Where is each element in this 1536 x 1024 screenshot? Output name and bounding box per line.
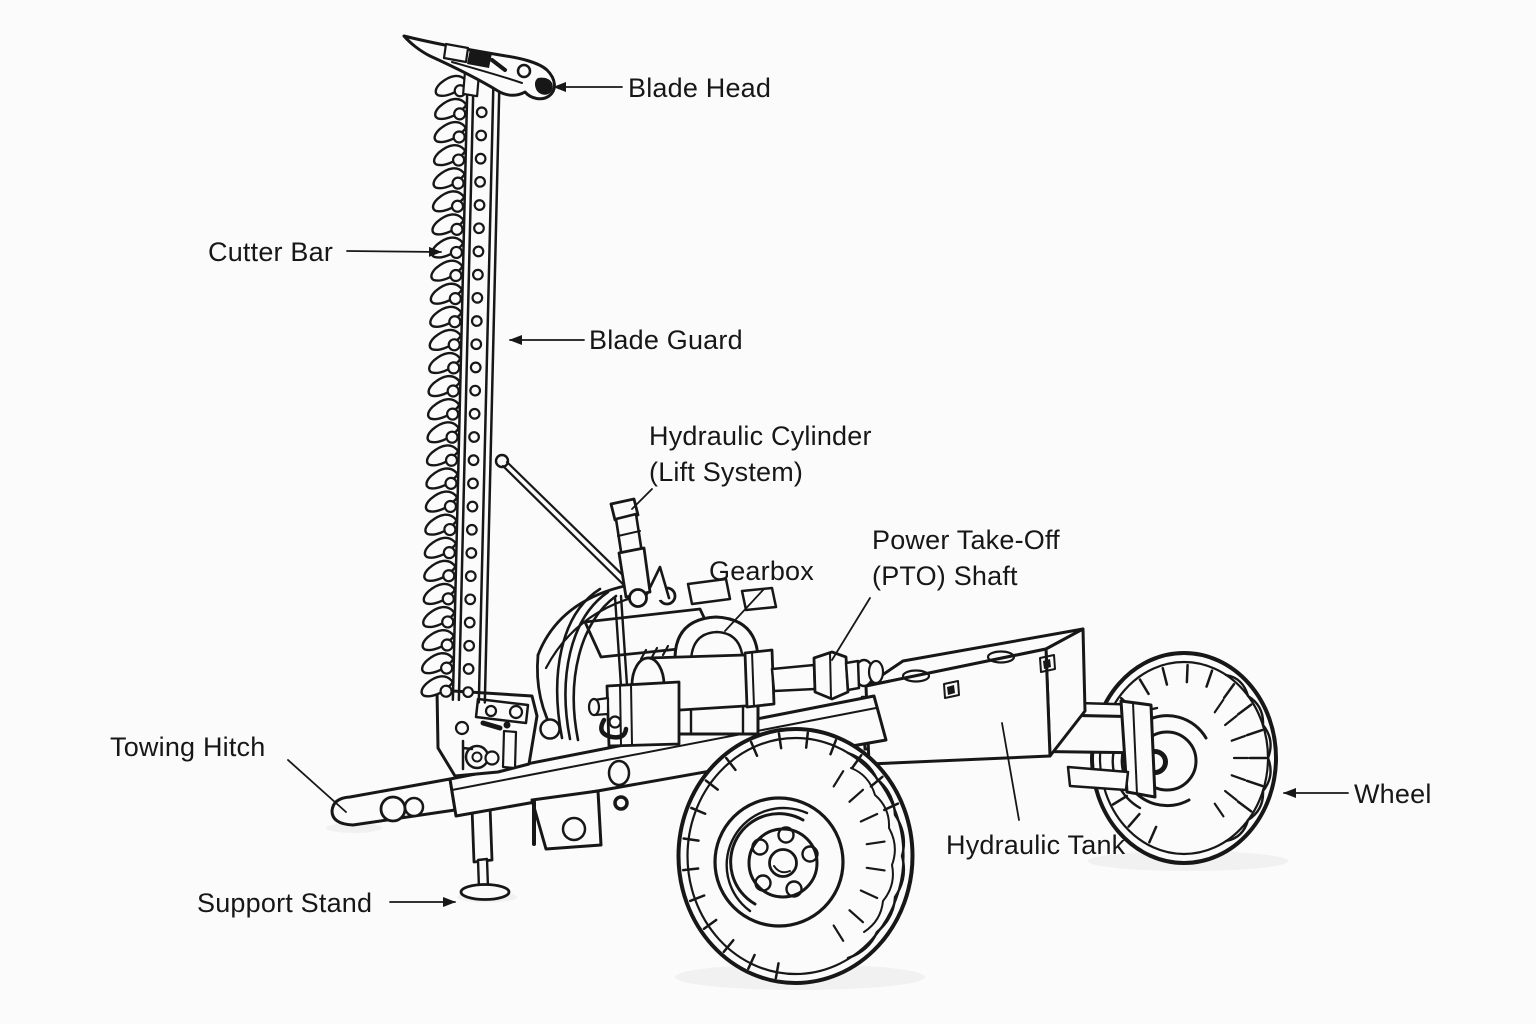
label-cutter-bar: Cutter Bar — [208, 237, 334, 267]
hydraulic-hoses — [555, 587, 618, 742]
blade-head — [402, 34, 556, 101]
label-gearbox: Gearbox — [709, 556, 814, 586]
cable-hook — [494, 453, 510, 469]
hydraulic-cylinder — [609, 497, 652, 608]
tank-filler-cap — [986, 650, 1016, 664]
label-support-stand: Support Stand — [197, 888, 373, 918]
axle-yoke — [1119, 699, 1157, 799]
hose-roller — [539, 718, 561, 740]
rear-tire-treads-inner — [1213, 698, 1250, 818]
leader-gearbox — [724, 588, 765, 632]
front-tire-treads — [681, 731, 900, 980]
leader-hydraulic-tank — [1001, 722, 1020, 821]
label-blade-head: Blade Head — [628, 73, 772, 103]
label-hydraulic-cylinder: Hydraulic Cylinder (Lift System) — [649, 421, 872, 487]
pto-coupler — [743, 648, 776, 709]
tank-bracket — [1039, 654, 1056, 673]
pto-shaft — [770, 663, 817, 693]
bar-mount-plate — [435, 688, 539, 778]
cutter-bar-rail — [451, 56, 470, 702]
label-pto-shaft: Power Take-Off (PTO) Shaft — [872, 525, 1060, 591]
tank-bracket — [943, 680, 960, 699]
lift-cable — [494, 453, 641, 597]
blade-guard-rail — [477, 84, 495, 704]
label-blade-guard: Blade Guard — [589, 325, 743, 355]
tank-filler-cap — [901, 669, 931, 683]
hose-clamp — [599, 717, 629, 740]
leader-hydraulic-cylinder — [631, 488, 653, 510]
cylinder-clevis — [628, 588, 648, 608]
label-wheel: Wheel — [1354, 779, 1432, 809]
leader-pto-shaft — [831, 597, 871, 661]
label-towing-hitch: Towing Hitch — [110, 732, 266, 762]
cutter-bar — [420, 56, 501, 704]
support-stand — [459, 804, 511, 901]
leader-lines — [287, 82, 1349, 907]
front-wheel — [676, 727, 915, 985]
lift-rod — [613, 594, 630, 703]
leader-cutter-bar — [346, 246, 442, 257]
stand-foot — [459, 883, 511, 901]
hydraulic-tank — [864, 627, 1087, 766]
frame-left — [330, 694, 888, 851]
leader-towing-hitch — [287, 759, 347, 813]
front-tire-treads-inner — [832, 770, 886, 942]
gearbox — [536, 565, 861, 748]
label-hydraulic-tank: Hydraulic Tank — [946, 830, 1126, 860]
